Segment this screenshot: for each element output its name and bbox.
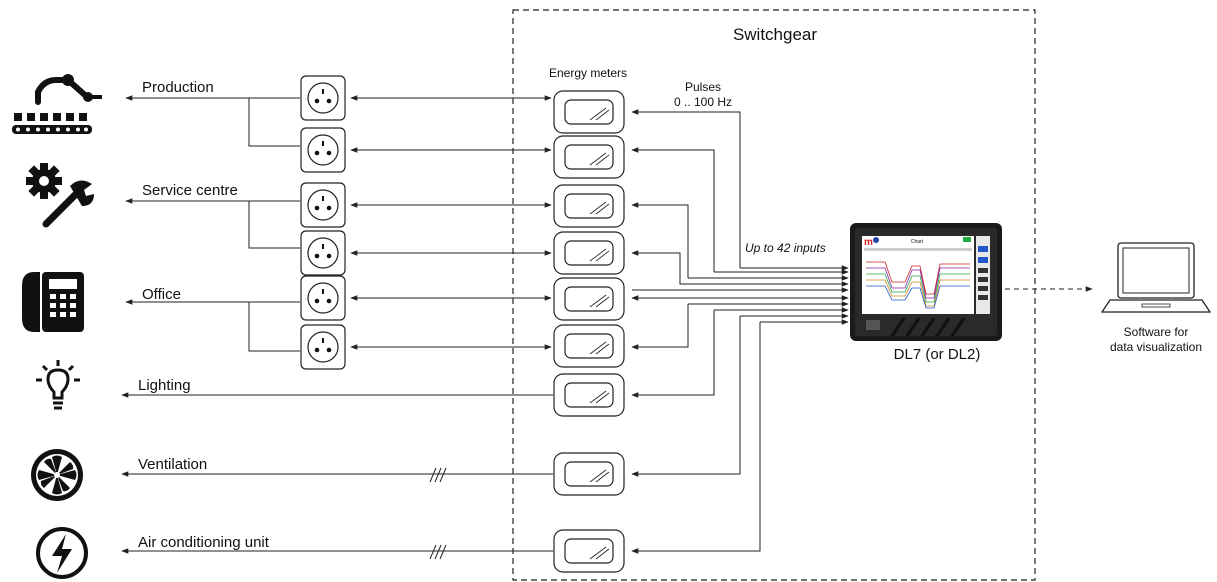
lightning-icon xyxy=(36,527,88,579)
socket-group xyxy=(300,75,346,370)
energy-meter xyxy=(553,184,625,228)
telephone-icon xyxy=(22,272,84,332)
energy-meter xyxy=(553,90,625,134)
energy-meter xyxy=(553,324,625,368)
power-socket xyxy=(300,275,346,321)
socket-meter-links xyxy=(350,95,552,350)
device-screen-chart xyxy=(866,261,970,309)
device-label: DL7 (or DL2) xyxy=(894,346,981,363)
fan-icon xyxy=(31,449,83,501)
device-screen-title: Chart xyxy=(911,239,924,245)
device-screen-logo: m xyxy=(864,237,873,248)
energy-meter xyxy=(553,135,625,179)
power-socket xyxy=(300,230,346,276)
dl7-data-logger: m Chart xyxy=(850,223,1002,341)
pulse-input-lines xyxy=(631,109,849,554)
software-label-line1: Software for xyxy=(1124,325,1189,339)
robot-arm-conveyor-icon xyxy=(12,74,102,134)
laptop-icon xyxy=(1100,242,1212,313)
consumer-label-air-conditioning: Air conditioning unit xyxy=(138,534,270,551)
consumer-label-office: Office xyxy=(142,286,181,303)
consumer-label-service-centre: Service centre xyxy=(142,182,238,199)
energy-meter xyxy=(553,277,625,321)
gear-wrench-icon xyxy=(26,163,94,228)
user-icon xyxy=(873,237,879,243)
power-socket xyxy=(300,182,346,228)
software-label-line2: data visualization xyxy=(1110,340,1202,354)
light-bulb-icon xyxy=(36,360,80,410)
consumer-label-lighting: Lighting xyxy=(138,377,191,394)
pulses-label: Pulses xyxy=(685,80,721,94)
pulses-range-label: 0 .. 100 Hz xyxy=(674,95,732,109)
consumer-label-production: Production xyxy=(142,79,214,96)
energy-meter-group xyxy=(553,90,625,573)
inputs-label: Up to 42 inputs xyxy=(745,241,826,255)
energy-meter xyxy=(553,373,625,417)
power-socket xyxy=(300,324,346,370)
power-socket xyxy=(300,127,346,173)
energy-meter xyxy=(553,452,625,496)
switchgear-boundary xyxy=(512,9,1036,581)
consumer-feed-lines xyxy=(121,95,553,560)
consumer-label-ventilation: Ventilation xyxy=(138,456,207,473)
switchgear-title: Switchgear xyxy=(733,25,817,44)
energy-meter xyxy=(553,231,625,275)
energy-meters-label: Energy meters xyxy=(549,66,627,80)
energy-meter xyxy=(553,529,625,573)
device-screen xyxy=(862,236,974,314)
power-socket xyxy=(300,75,346,121)
